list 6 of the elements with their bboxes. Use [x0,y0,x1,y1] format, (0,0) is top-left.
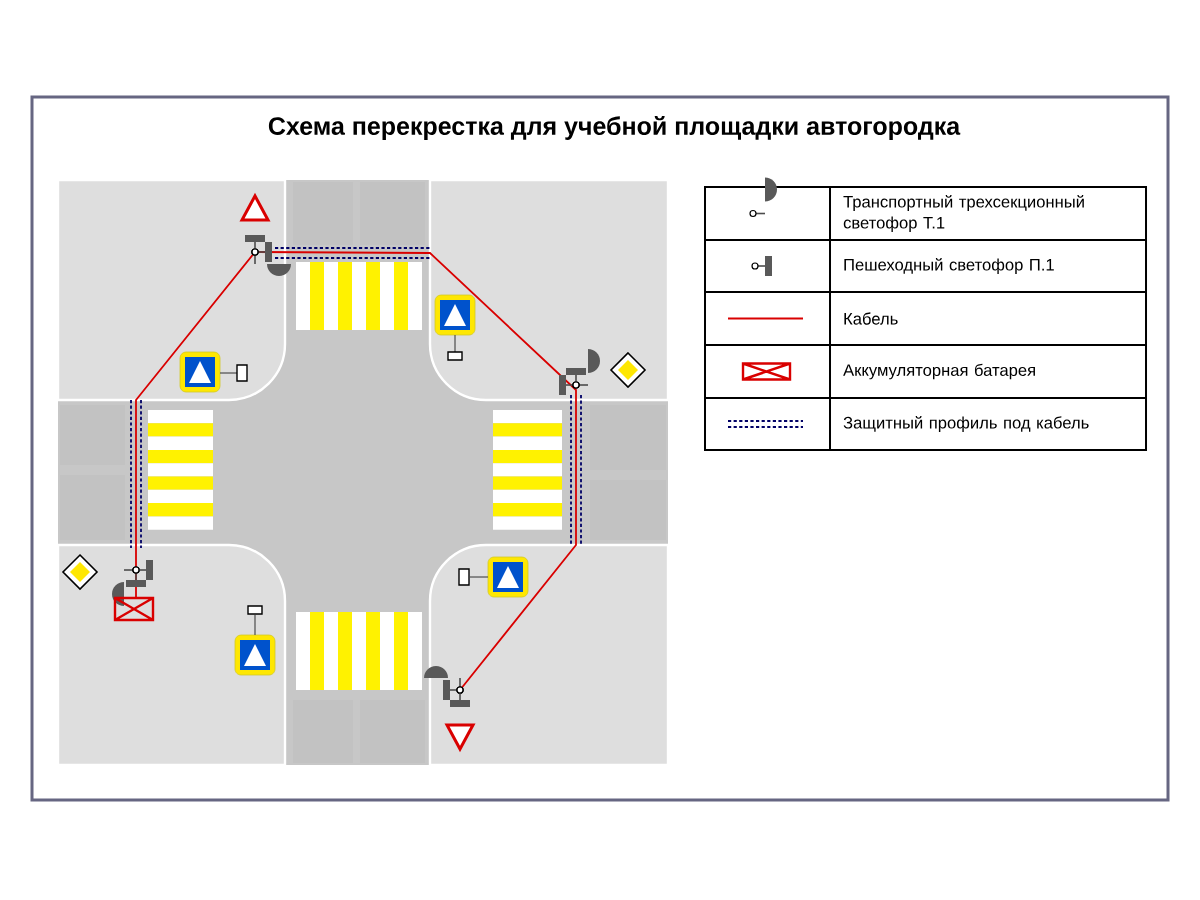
legend-text: Аккумуляторная батарея [843,363,1035,380]
legend-text: Пешеходный светофор П.1 [844,258,1054,274]
legend-text: Транспортный трехсекционный светофор Т.1 [843,195,1084,232]
legend-text: Защитный профиль под кабель [843,416,1089,432]
title: Схема перекрестка для учебной площадки автогородка [268,116,961,140]
legend-text: Кабель [844,312,898,325]
